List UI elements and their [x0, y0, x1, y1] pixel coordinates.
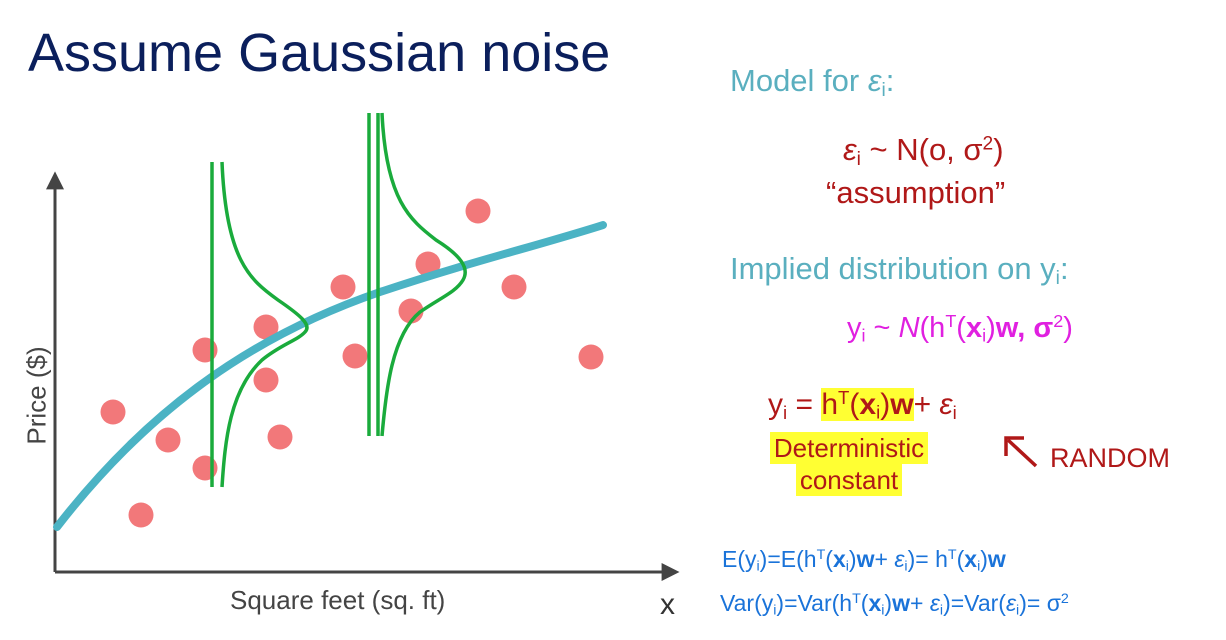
- noise-model-equation: εi ~ N(o, σ2): [843, 132, 1004, 170]
- implied-distribution-label: Implied distribution on yi:: [730, 251, 1069, 289]
- data-point: [415, 251, 441, 277]
- regression-plot: [46, 112, 680, 581]
- data-point: [155, 427, 181, 453]
- data-point: [330, 274, 356, 300]
- data-point: [501, 274, 527, 300]
- expectation-equation: E(yi)=E(hT(xi)w+ εi)= hT(xi)w: [722, 546, 1006, 575]
- deterministic-constant-label: Deterministic constant: [753, 432, 945, 496]
- data-point: [100, 399, 126, 425]
- gaussian-curve-1: [220, 161, 309, 488]
- fitted-curve: [53, 221, 607, 531]
- data-point: [578, 344, 604, 370]
- model-equation: yi = hT(xi)w+ εi: [768, 387, 957, 423]
- data-point: [253, 367, 279, 393]
- data-point: [267, 424, 293, 450]
- random-arrow-icon: [1004, 436, 1038, 468]
- data-point: [465, 198, 491, 224]
- model-label: Model for εi:: [730, 63, 895, 101]
- random-label: RANDOM: [1050, 443, 1170, 473]
- gaussian-curve-2: [380, 112, 467, 437]
- slide-title: Assume Gaussian noise: [28, 23, 611, 83]
- data-point: [342, 343, 368, 369]
- x-symbol: x: [660, 588, 675, 621]
- deterministic-term: hT(xi)w: [821, 387, 914, 423]
- variance-equation: Var(yi)=Var(hT(xi)w+ εi)=Var(εi)= σ2: [720, 590, 1069, 619]
- x-axis-label: Square feet (sq. ft): [230, 585, 446, 615]
- data-point: [128, 502, 154, 528]
- data-point: [253, 314, 279, 340]
- data-point: [398, 298, 424, 324]
- y-axis-label: Price ($): [21, 346, 52, 445]
- implied-distribution-equation: yi ~ N(hT(xi)w, σ2): [847, 311, 1073, 346]
- assumption-label: “assumption”: [826, 175, 1006, 210]
